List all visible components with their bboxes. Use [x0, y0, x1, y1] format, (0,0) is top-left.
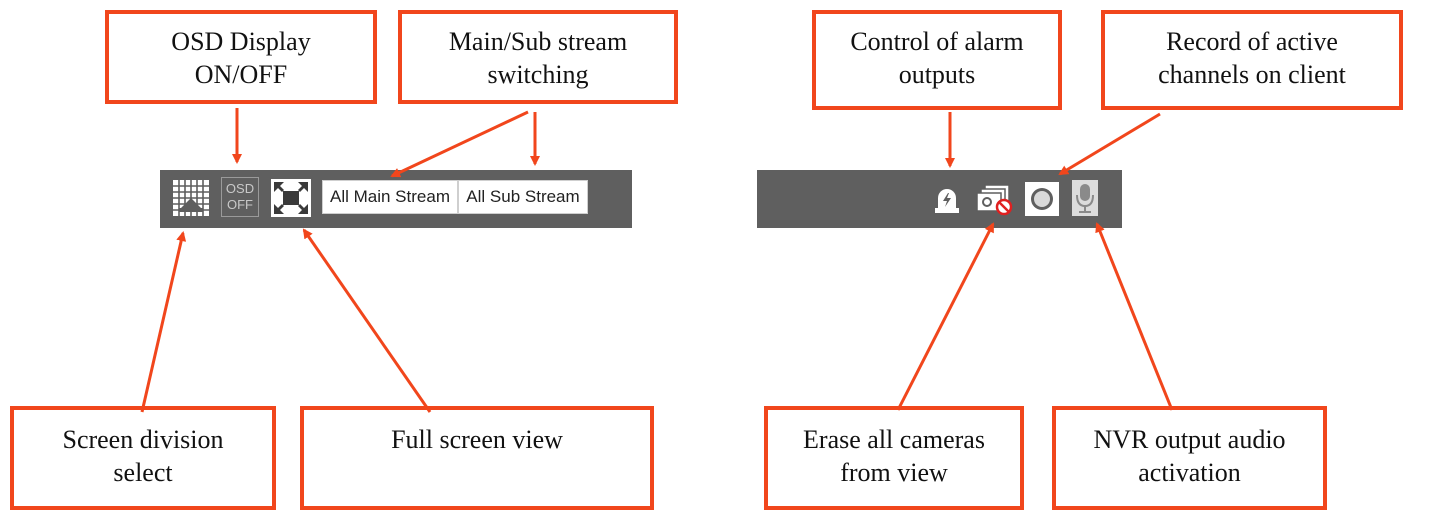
arrow-record — [1058, 112, 1161, 176]
callout-full-screen: Full screen view — [300, 406, 654, 510]
osd-label-bottom: OFF — [227, 197, 253, 212]
callout-nvr-audio: NVR output audio activation — [1052, 406, 1327, 510]
main-stream-button[interactable]: All Main Stream — [322, 180, 458, 214]
fullscreen-icon — [271, 179, 311, 217]
callout-alarm-outputs: Control of alarm outputs — [812, 10, 1062, 110]
record-icon — [1025, 182, 1059, 216]
record-button[interactable] — [1024, 181, 1060, 217]
arrow-audio — [1095, 222, 1174, 411]
alarm-output-icon — [935, 189, 959, 213]
audio-button[interactable] — [1071, 179, 1099, 217]
arrow-erase — [896, 222, 995, 411]
callout-stream-switching: Main/Sub stream switching — [398, 10, 678, 104]
callout-record-channels-text: Record of active channels on client — [1158, 27, 1346, 89]
callout-full-screen-text: Full screen view — [391, 425, 563, 454]
osd-label-top: OSD — [225, 181, 255, 196]
erase-cameras-button[interactable] — [975, 182, 1015, 216]
callout-alarm-outputs-text: Control of alarm outputs — [850, 27, 1024, 89]
callout-record-channels: Record of active channels on client — [1101, 10, 1403, 110]
arrow-fullscreen — [302, 228, 432, 413]
callout-osd-display: OSD Display ON/OFF — [105, 10, 377, 104]
callout-osd-display-text: OSD Display ON/OFF — [171, 27, 311, 89]
erase-cameras-icon — [976, 184, 1013, 216]
alarm-output-button[interactable] — [932, 182, 962, 216]
callout-erase-cameras-text: Erase all cameras from view — [803, 425, 985, 487]
callout-stream-switching-text: Main/Sub stream switching — [448, 27, 628, 89]
arrow-screen-division — [140, 231, 187, 413]
screen-division-icon — [173, 180, 209, 216]
fullscreen-button[interactable] — [270, 178, 312, 218]
arrow-stream-main — [390, 110, 529, 178]
callout-screen-division-text: Screen division select — [62, 425, 224, 487]
sub-stream-label: All Sub Stream — [466, 187, 580, 206]
screen-division-button[interactable] — [171, 178, 211, 218]
callout-screen-division: Screen division select — [10, 406, 276, 510]
main-stream-label: All Main Stream — [330, 187, 450, 206]
callout-nvr-audio-text: NVR output audio activation — [1093, 425, 1286, 487]
callout-erase-cameras: Erase all cameras from view — [764, 406, 1024, 510]
sub-stream-button[interactable]: All Sub Stream — [458, 180, 588, 214]
osd-toggle-button[interactable]: OSD OFF — [221, 177, 259, 217]
microphone-icon — [1072, 180, 1098, 216]
osd-toggle-icon: OSD OFF — [222, 181, 258, 213]
